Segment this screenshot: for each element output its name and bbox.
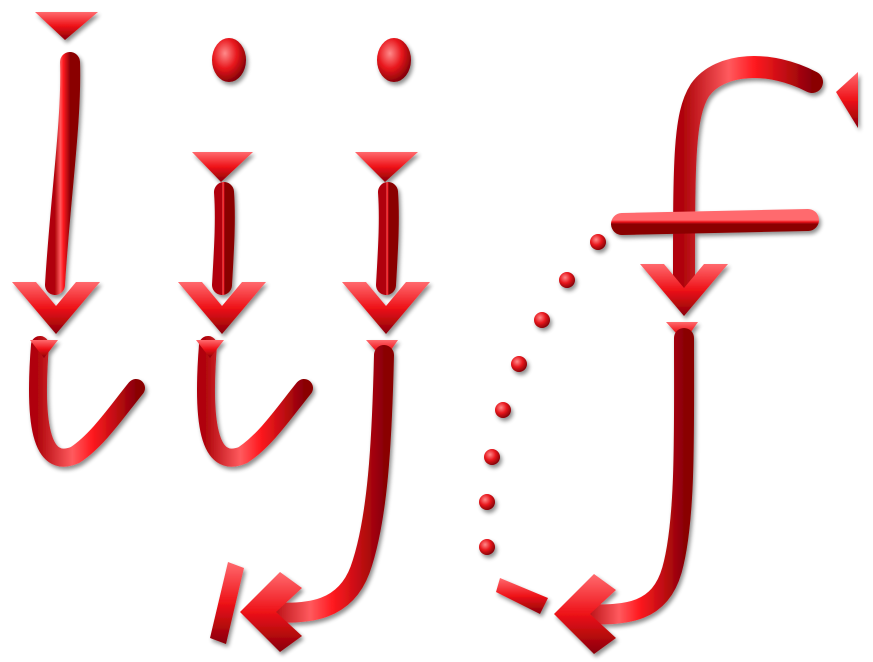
path-dot: [479, 539, 495, 555]
path-dot: [559, 272, 575, 288]
f-crossbar-stroke: [622, 220, 808, 224]
letter-f-group: [554, 67, 858, 654]
l-lower-stroke: [38, 345, 136, 458]
j-descender-stroke: [270, 355, 384, 613]
i-lower-stroke: [206, 345, 304, 458]
j-dot: [377, 38, 411, 82]
path-end-marker-icon: [496, 578, 548, 614]
path-dot: [534, 312, 550, 328]
l-start-marker-icon: [35, 12, 98, 40]
j-end-marker-icon: [210, 562, 244, 644]
path-dot: [484, 449, 500, 465]
l-upper-stroke: [55, 62, 70, 285]
f-start-marker-icon: [836, 72, 858, 128]
path-dot: [511, 356, 527, 372]
path-dot: [479, 494, 495, 510]
f-return-dotted-path: [479, 234, 606, 614]
letter-j-group: [210, 38, 430, 652]
letter-i-group: [178, 38, 304, 458]
path-dot: [495, 402, 511, 418]
path-dot: [590, 234, 606, 250]
f-descender-stroke: [584, 338, 684, 614]
f-top-arc-stroke: [684, 67, 812, 282]
i-dot: [212, 38, 246, 82]
j-start-marker-icon: [355, 152, 418, 182]
j-upper-stroke: [386, 192, 389, 285]
i-upper-stroke: [222, 192, 225, 285]
letter-l-group: [12, 12, 136, 458]
i-start-marker-icon: [192, 152, 253, 182]
